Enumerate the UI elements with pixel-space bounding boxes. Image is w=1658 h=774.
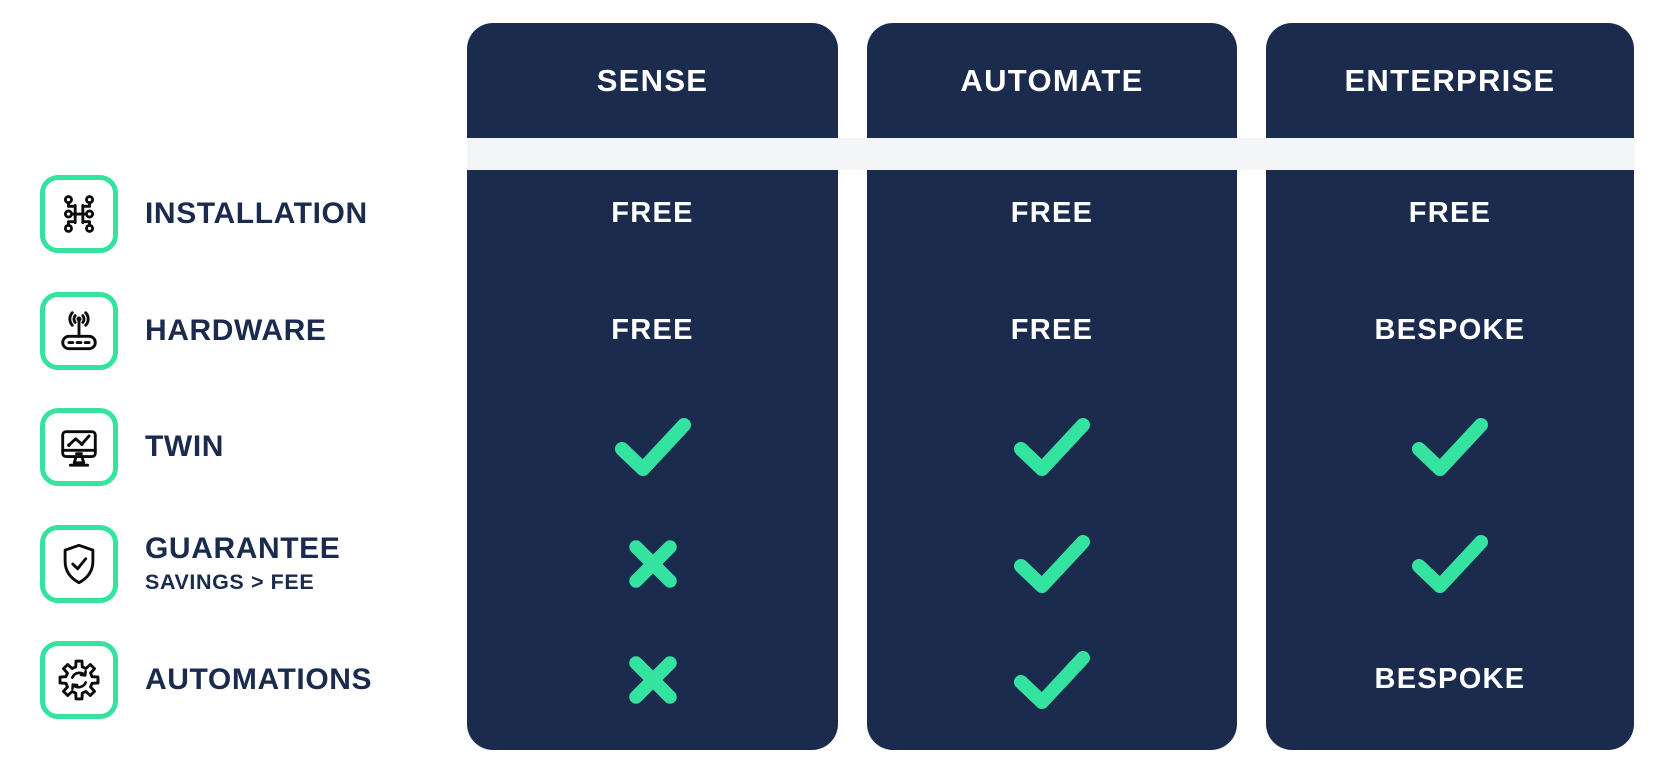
feature-row-installation: INSTALLATION bbox=[40, 155, 462, 272]
plan-column-sense: SENSE FREE FREE bbox=[467, 0, 838, 774]
plan-header-automate: AUTOMATE bbox=[867, 23, 1237, 138]
cell-enterprise-installation: FREE bbox=[1266, 155, 1634, 272]
cell-sense-guarantee bbox=[467, 505, 838, 622]
plan-cell-text: FREE bbox=[611, 314, 694, 346]
feature-label: AUTOMATIONS bbox=[145, 662, 373, 696]
cell-enterprise-hardware: BESPOKE bbox=[1266, 272, 1634, 389]
check-icon bbox=[1412, 534, 1488, 593]
plan-header-enterprise: ENTERPRISE bbox=[1266, 23, 1634, 138]
cell-automate-hardware: FREE bbox=[867, 272, 1237, 389]
feature-row-hardware: HARDWARE bbox=[40, 272, 462, 389]
plan-cell-text: FREE bbox=[1010, 197, 1094, 229]
check-icon bbox=[1014, 534, 1090, 593]
plan-cell-text: FREE bbox=[1010, 314, 1094, 346]
check-icon bbox=[1412, 417, 1488, 476]
check-icon bbox=[1014, 417, 1090, 476]
cell-automate-guarantee bbox=[867, 505, 1237, 622]
cell-automate-automations bbox=[867, 621, 1237, 738]
cell-sense-hardware: FREE bbox=[467, 272, 838, 389]
plan-cell-text: BESPOKE bbox=[1374, 314, 1526, 346]
feature-sublabel: SAVINGS > FEE bbox=[145, 569, 315, 594]
cell-sense-twin bbox=[467, 388, 838, 505]
plan-title: SENSE bbox=[596, 63, 709, 98]
plan-cell-text: FREE bbox=[1408, 197, 1492, 229]
cell-automate-twin bbox=[867, 388, 1237, 505]
cell-automate-installation: FREE bbox=[867, 155, 1237, 272]
feature-row-automations: AUTOMATIONS bbox=[40, 621, 462, 738]
feature-label: TWIN bbox=[145, 429, 225, 463]
plan-column-enterprise: ENTERPRISE FREE BESPOKE BESPOKE bbox=[1266, 0, 1634, 774]
feature-label: HARDWARE bbox=[145, 313, 327, 347]
router-antenna-icon bbox=[40, 291, 118, 370]
feature-row-guarantee: GUARANTEE SAVINGS > FEE bbox=[40, 505, 462, 622]
cell-sense-installation: FREE bbox=[467, 155, 838, 272]
feature-label: GUARANTEE bbox=[145, 531, 341, 565]
cell-enterprise-guarantee bbox=[1266, 505, 1634, 622]
check-icon bbox=[614, 417, 691, 476]
check-icon bbox=[1014, 650, 1090, 709]
plan-cell-text: FREE bbox=[611, 197, 694, 229]
plan-cell-text: BESPOKE bbox=[1374, 663, 1526, 695]
monitor-chart-icon bbox=[40, 407, 118, 486]
cross-icon bbox=[628, 655, 677, 704]
plan-title: ENTERPRISE bbox=[1344, 63, 1556, 98]
cell-sense-automations bbox=[467, 621, 838, 738]
circuit-nodes-icon bbox=[40, 174, 118, 253]
cross-icon bbox=[628, 539, 677, 588]
plan-title: AUTOMATE bbox=[960, 63, 1144, 98]
cell-enterprise-automations: BESPOKE bbox=[1266, 621, 1634, 738]
plan-column-automate: AUTOMATE FREE FREE bbox=[867, 0, 1237, 774]
header-separator-band bbox=[467, 138, 1634, 170]
feature-row-twin: TWIN bbox=[40, 388, 462, 505]
shield-check-icon bbox=[40, 524, 118, 603]
plan-header-sense: SENSE bbox=[467, 23, 838, 138]
feature-label: INSTALLATION bbox=[145, 196, 368, 230]
cell-enterprise-twin bbox=[1266, 388, 1634, 505]
gear-sync-icon bbox=[40, 640, 118, 719]
